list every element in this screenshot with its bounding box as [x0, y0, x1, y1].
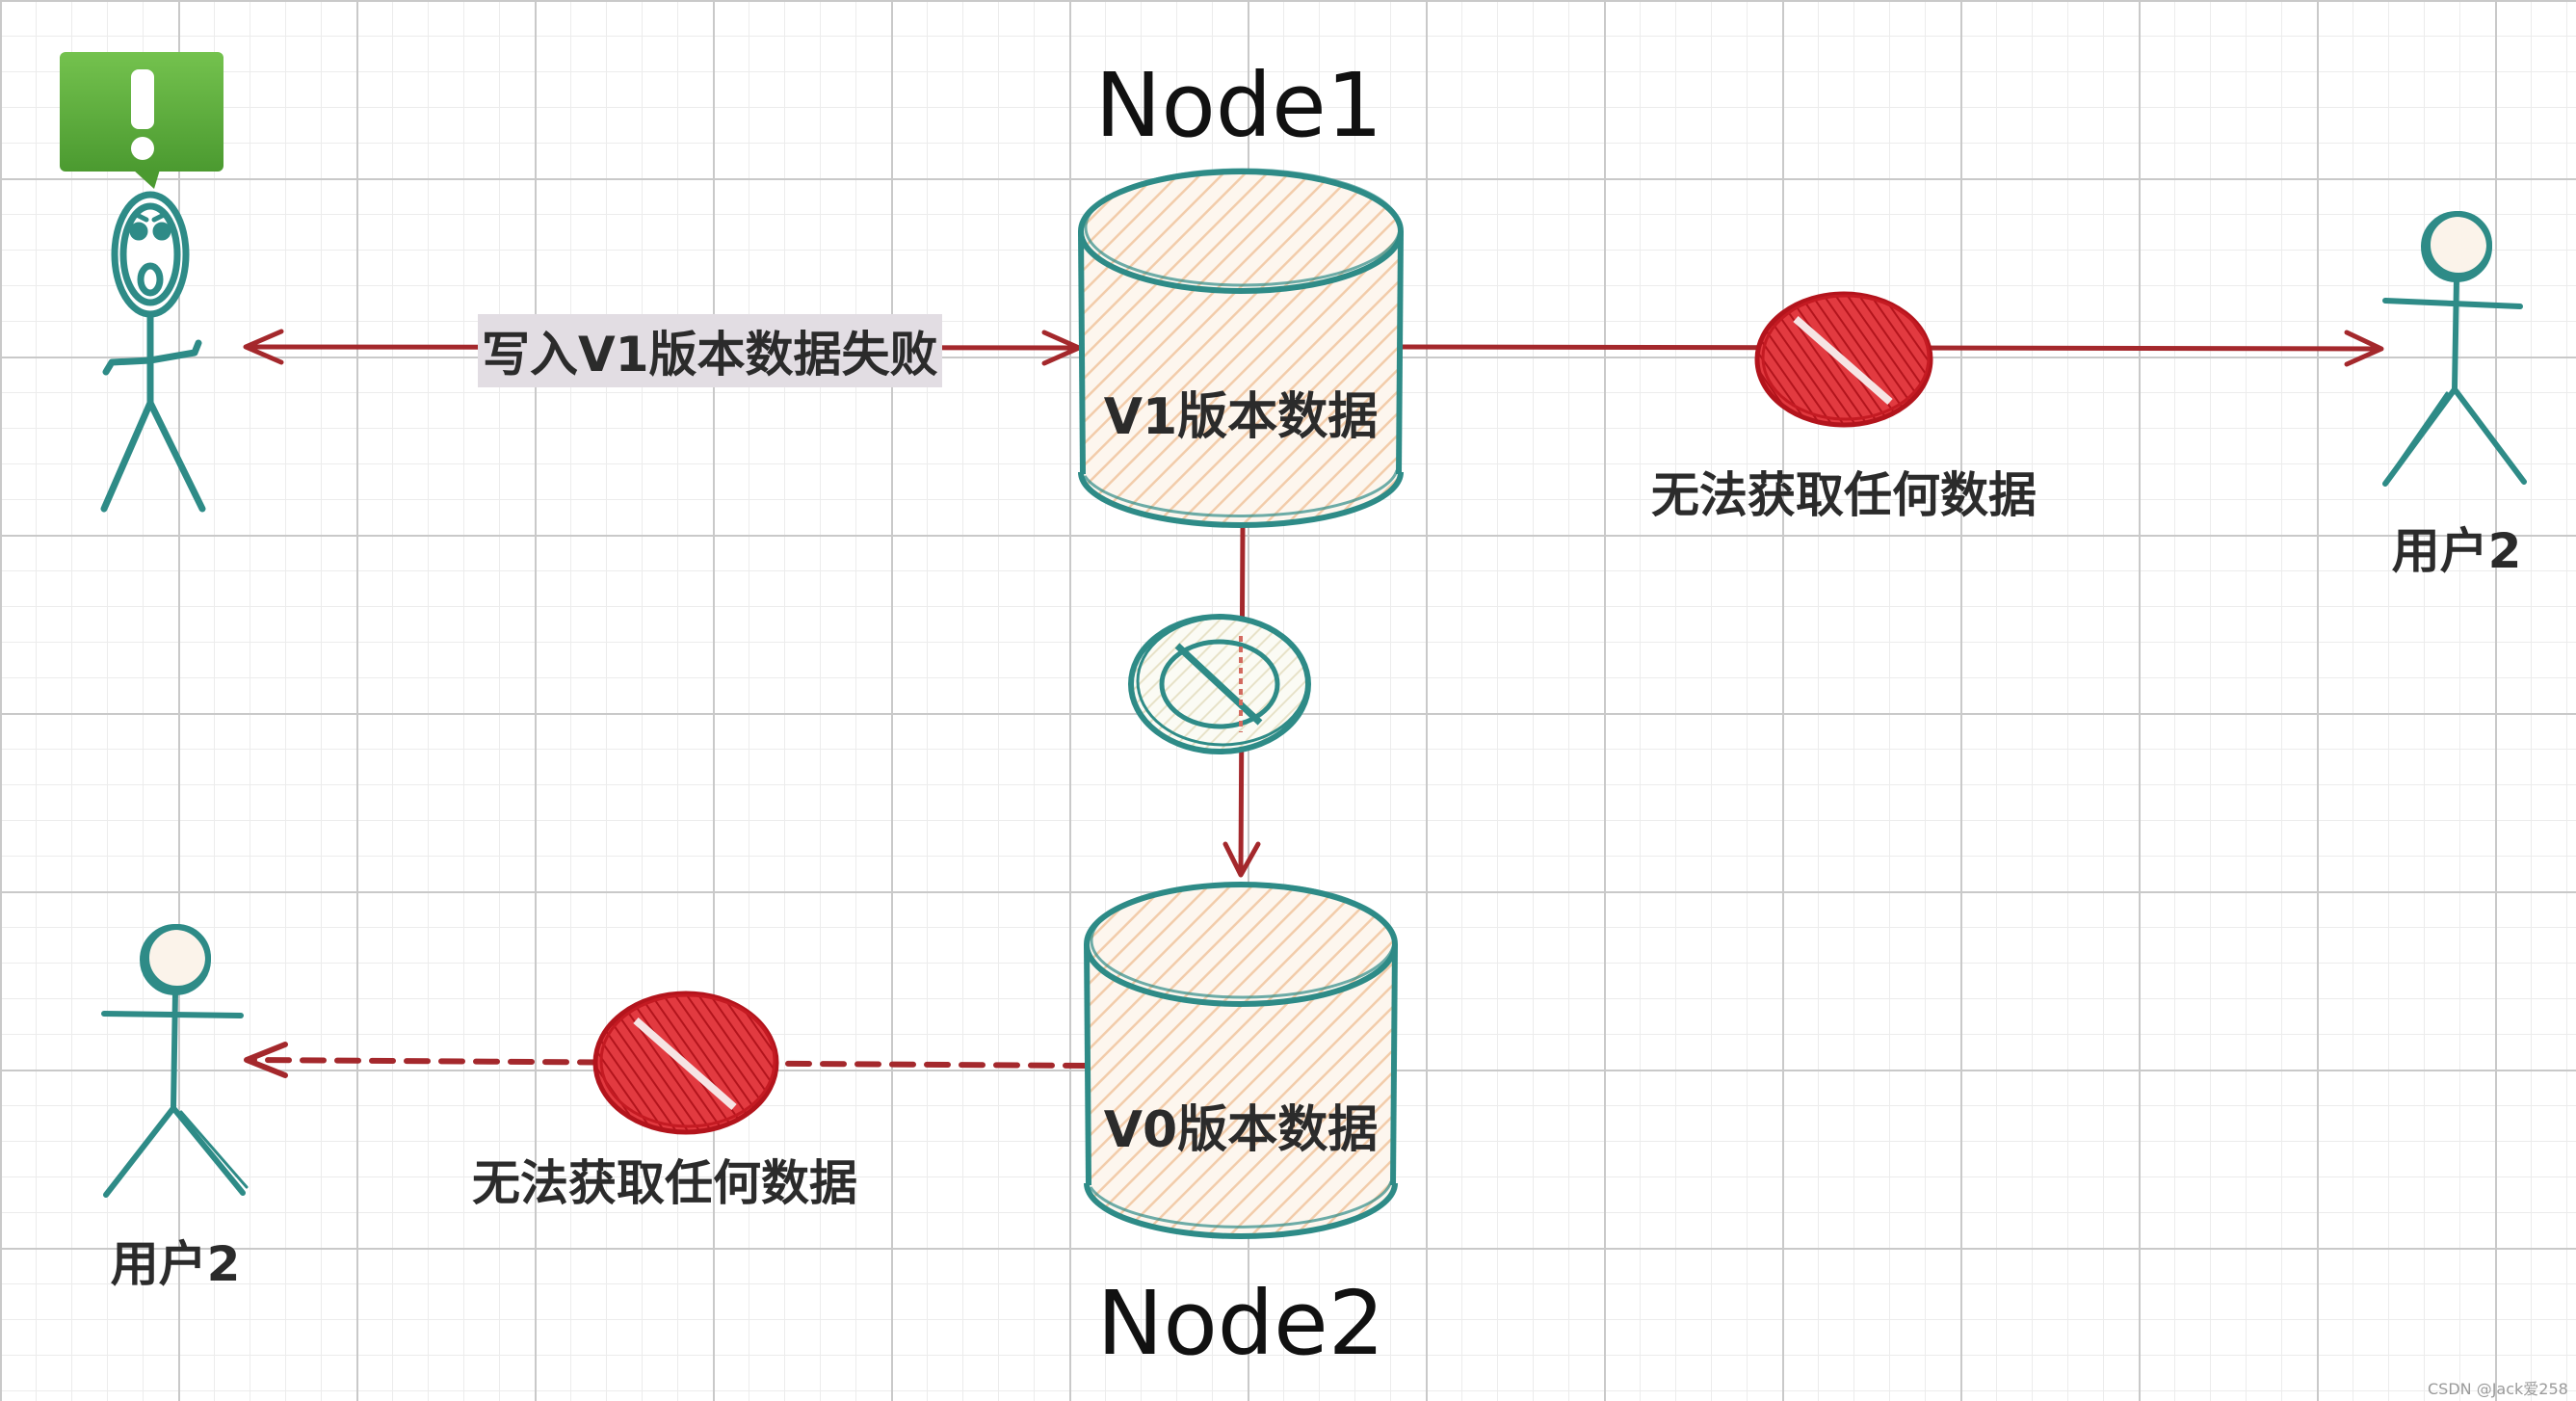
stick-figure-icon [100, 191, 206, 513]
blocked-icon [1128, 614, 1311, 754]
node2-to-user-label: 无法获取任何数据 [472, 1155, 857, 1211]
node2-database [1084, 882, 1398, 1239]
node2-title: Node2 [1096, 1272, 1385, 1375]
watermark: CSDN @Jack爱258 [2428, 1380, 2568, 1398]
node1-database [1078, 168, 1404, 528]
write-fail-label: 写入V1版本数据失败 [478, 314, 942, 387]
node2-db-label: V0版本数据 [1103, 1101, 1379, 1159]
stick-figure-icon [2382, 211, 2527, 487]
top-right-user-label: 用户2 [2391, 523, 2522, 579]
node1-title: Node1 [1094, 54, 1383, 157]
node1-db-label: V1版本数据 [1103, 388, 1379, 446]
blocked-icon [1754, 291, 1933, 428]
blocked-icon [592, 991, 779, 1135]
alert-icon [60, 52, 223, 189]
node1-to-user-label: 无法获取任何数据 [1651, 467, 2037, 523]
bottom-left-user-label: 用户2 [110, 1236, 241, 1292]
stick-figure-icon [101, 924, 249, 1198]
